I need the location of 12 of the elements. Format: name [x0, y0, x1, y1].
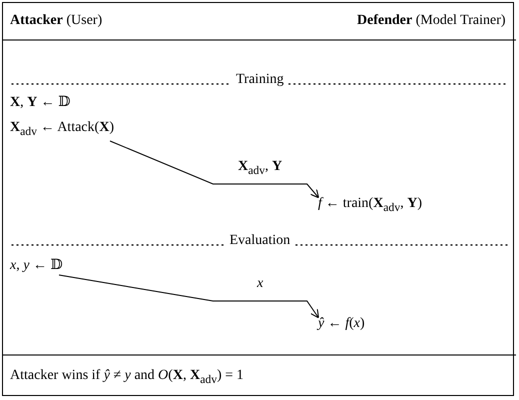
column-heading: Attacker (User) [10, 12, 102, 30]
assignment-text: X, Y ← 𝔻 [10, 94, 70, 112]
column-heading: Defender (Model Trainer) [357, 12, 506, 30]
assignment-text: X$_{adv}$ ← Attack(X) [10, 119, 114, 141]
assignment-text: x, y ← 𝔻 [10, 257, 63, 275]
section-heading: Training [235, 71, 285, 89]
arrow [58, 274, 320, 318]
assignment-text: ŷ ← f(x) [318, 315, 365, 333]
arrow [110, 140, 320, 198]
win-condition-text: Attacker wins if ŷ ≠ y and O(X, X$_{adv}$) = 1 [10, 367, 244, 388]
assignment-text: f ← train(X$_{adv}$, Y) [318, 195, 422, 217]
section-heading: Evaluation [228, 232, 292, 250]
